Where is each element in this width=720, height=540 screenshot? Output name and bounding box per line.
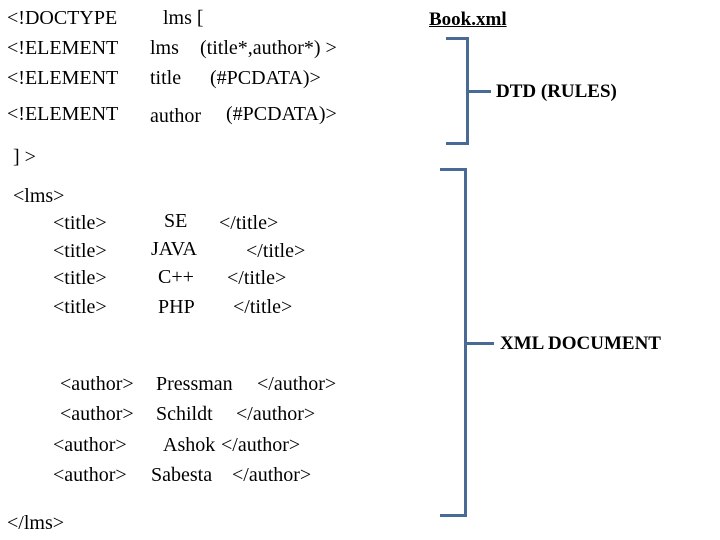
xml-title-value: C++ [158, 266, 194, 288]
file-name-label: Book.xml [429, 9, 507, 30]
dtd-close: ] > [13, 146, 36, 168]
dtd-element-keyword: <!ELEMENT [7, 37, 119, 59]
dtd-bracket [446, 37, 469, 145]
xml-author-value: Schildt [156, 403, 213, 425]
xml-bracket-tick [467, 342, 494, 345]
dtd-bracket-tick [469, 90, 491, 93]
xml-author-close-tag: </author> [221, 434, 301, 456]
dtd-rules-label: DTD (RULES) [496, 81, 617, 102]
xml-title-open-tag: <title> [53, 240, 107, 262]
xml-title-open-tag: <title> [53, 267, 107, 289]
dtd-element-content: (#PCDATA)> [210, 67, 321, 89]
xml-author-value: Sabesta [151, 464, 213, 486]
xml-author-open-tag: <author> [53, 434, 127, 456]
xml-title-value: SE [164, 210, 188, 232]
dtd-element-content: (title*,author*) > [200, 37, 337, 59]
xml-title-open-tag: <title> [53, 296, 107, 318]
xml-author-value: Pressman [156, 373, 233, 395]
dtd-element-content: (#PCDATA)> [226, 103, 337, 125]
xml-author-close-tag: </author> [257, 373, 337, 395]
xml-author-open-tag: <author> [60, 403, 134, 425]
xml-title-open-tag: <title> [53, 212, 107, 234]
xml-root-close: </lms> [7, 512, 65, 534]
xml-title-close-tag: </title> [227, 267, 287, 289]
dtd-element-keyword: <!ELEMENT [7, 67, 119, 89]
dtd-element-name: lms [150, 37, 179, 59]
dtd-element-keyword: <!ELEMENT [7, 103, 119, 125]
dtd-element-name: title [150, 67, 182, 89]
dtd-element-name: author [150, 105, 202, 127]
xml-author-open-tag: <author> [53, 464, 127, 486]
xml-title-close-tag: </title> [246, 240, 306, 262]
xml-root-open: <lms> [13, 185, 65, 207]
xml-title-close-tag: </title> [233, 296, 293, 318]
xml-author-close-tag: </author> [236, 403, 316, 425]
xml-document-label: XML DOCUMENT [500, 333, 661, 354]
xml-author-close-tag: </author> [232, 464, 312, 486]
dtd-doctype-name: lms [ [163, 7, 204, 29]
xml-title-value: PHP [158, 296, 195, 318]
xml-title-close-tag: </title> [219, 212, 279, 234]
xml-author-value: Ashok [163, 434, 216, 456]
dtd-doctype-keyword: <!DOCTYPE [7, 7, 118, 29]
xml-document-bracket [440, 168, 467, 517]
xml-title-value: JAVA [151, 238, 197, 260]
xml-author-open-tag: <author> [60, 373, 134, 395]
